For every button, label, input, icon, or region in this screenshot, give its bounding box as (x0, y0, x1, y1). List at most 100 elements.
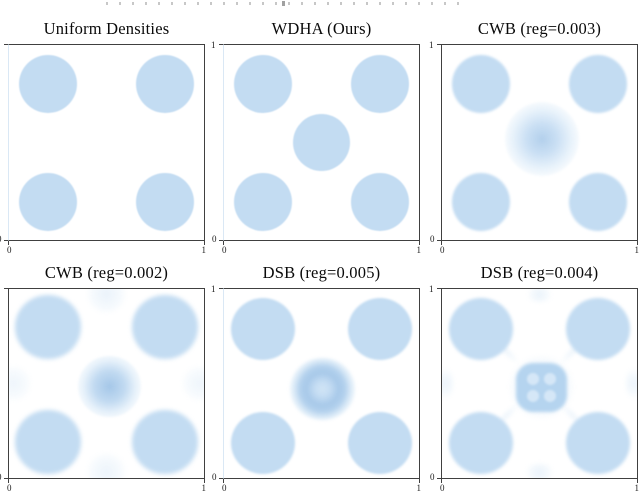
subplot-title: WDHA (Ours) (271, 19, 372, 38)
disc-blob (15, 410, 81, 474)
x-tick-mark (8, 241, 9, 245)
disc-blob (132, 295, 198, 359)
x-tick-mark (637, 241, 638, 245)
y-tick-mark (437, 44, 441, 45)
disc-blob (451, 172, 511, 232)
density-layer (9, 289, 204, 478)
x-tick-label: 0 (440, 483, 445, 493)
density-layer (9, 45, 204, 240)
disc-blob (568, 54, 628, 114)
ghost-blob (181, 366, 204, 401)
x-tick-label: 1 (416, 245, 422, 255)
disc-blob (15, 295, 81, 359)
disc-blob (451, 54, 511, 114)
disc-blob (234, 55, 292, 113)
y-tick-mark (4, 240, 8, 241)
subplot-title: DSB (reg=0.005) (262, 263, 381, 282)
disc-blob (19, 173, 77, 231)
y-tick-mark (219, 240, 223, 241)
subplot-dsb-004: DSB (reg=0.004) 1 0 0 1 (429, 263, 639, 493)
fuzzy-blob (505, 101, 580, 176)
subplot-uniform-densities: Uniform Densities 1 0 0 1 (0, 19, 206, 255)
disc-blob (565, 411, 631, 475)
disc-blob (347, 411, 413, 475)
x-tick-mark (637, 479, 638, 483)
y-tick-label: 1 (0, 41, 1, 50)
density-layer (442, 45, 637, 240)
subplot-wdha: WDHA (Ours) 1 0 0 1 (211, 19, 421, 255)
x-tick-label: 0 (440, 245, 445, 255)
dense-blob (78, 356, 141, 417)
ring-blob (290, 357, 355, 421)
x-tick-label: 0 (7, 245, 12, 255)
y-tick-label: 1 (429, 40, 434, 50)
subplot-title: Uniform Densities (43, 19, 170, 38)
y-tick-label: 0 (0, 473, 2, 482)
subplot-cwb-003: CWB (reg=0.003) 1 0 0 1 (429, 19, 639, 255)
y-tick-mark (437, 288, 441, 289)
x-tick-mark (419, 479, 420, 483)
x-tick-label: 0 (7, 483, 12, 493)
subplot-title: DSB (reg=0.004) (480, 263, 599, 282)
x-tick-label: 0 (222, 483, 227, 493)
disc-blob (132, 410, 198, 474)
disc-blob (136, 55, 194, 113)
y-tick-mark (219, 44, 223, 45)
disc-blob (347, 297, 413, 360)
density-layer (224, 45, 419, 240)
dot-blob (526, 389, 540, 402)
ghost-blob (9, 366, 32, 401)
x-tick-mark (441, 241, 442, 245)
density-layer (224, 289, 419, 478)
x-tick-label: 1 (416, 483, 422, 493)
x-tick-label: 1 (634, 245, 640, 255)
y-tick-label: 0 (212, 234, 217, 244)
disc-blob (234, 173, 292, 231)
disc-blob (136, 173, 194, 231)
disc-blob (448, 411, 514, 475)
y-tick-label: 0 (212, 472, 217, 482)
y-tick-label: 0 (430, 472, 435, 482)
x-tick-mark (223, 479, 224, 483)
disc-blob (19, 55, 77, 113)
y-tick-label: 1 (211, 284, 216, 294)
disc-blob (448, 297, 514, 360)
subplot-cwb-002: CWB (reg=0.002) 1 0 0 1 (0, 263, 206, 493)
x-tick-mark (204, 479, 205, 483)
subplot-title: CWB (reg=0.003) (477, 19, 602, 38)
cropped-figure-caption-remnant (106, 1, 466, 6)
ghost-blob (442, 366, 453, 401)
y-tick-label: 0 (430, 234, 435, 244)
x-tick-mark (204, 241, 205, 245)
y-tick-mark (4, 478, 8, 479)
x-tick-mark (419, 241, 420, 245)
y-tick-label: 1 (429, 284, 434, 294)
y-tick-mark (219, 288, 223, 289)
y-tick-mark (4, 288, 8, 289)
x-tick-label: 1 (201, 245, 207, 255)
y-tick-label: 1 (211, 40, 216, 50)
ghost-blob (87, 289, 126, 313)
y-tick-mark (219, 478, 223, 479)
clover-blob (516, 362, 567, 412)
subplot-title: CWB (reg=0.002) (44, 263, 169, 282)
x-tick-label: 1 (201, 483, 207, 493)
ghost-blob (523, 463, 556, 478)
disc-blob (565, 297, 631, 360)
disc-blob (230, 411, 296, 475)
x-tick-label: 0 (222, 245, 227, 255)
dot-blob (543, 389, 557, 402)
x-tick-mark (441, 479, 442, 483)
ghost-blob (525, 289, 554, 303)
x-tick-mark (223, 241, 224, 245)
y-tick-label: 0 (0, 235, 2, 244)
disc-blob (568, 172, 628, 232)
ghost-blob (626, 366, 637, 401)
dot-blob (526, 372, 540, 385)
ghost-blob (87, 453, 126, 478)
x-tick-mark (8, 479, 9, 483)
disc-blob (292, 113, 351, 172)
dot-blob (543, 372, 557, 385)
y-tick-mark (4, 44, 8, 45)
